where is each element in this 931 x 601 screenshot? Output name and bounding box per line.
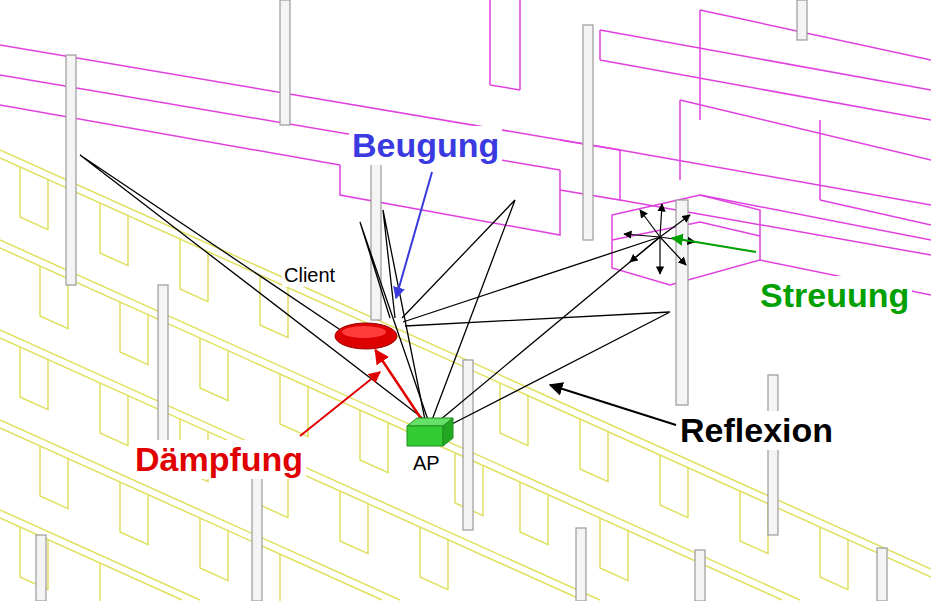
callout-arrow xyxy=(672,238,756,252)
signal-path xyxy=(375,350,420,418)
scatter-arrows xyxy=(624,204,695,274)
effect-label: Beugung xyxy=(349,126,502,165)
access-point: AP xyxy=(407,418,453,446)
effect-label: Streuung xyxy=(757,276,912,315)
callout-arrow xyxy=(300,372,380,436)
effect-label: Dämpfung xyxy=(132,440,306,479)
upper-floor-walls xyxy=(0,0,931,295)
callout-arrow xyxy=(550,385,676,425)
device-label: Client xyxy=(282,264,337,287)
callout-arrow xyxy=(396,172,432,298)
propagation-rays xyxy=(80,155,670,425)
lower-floor-walls xyxy=(0,150,931,601)
device-label: AP xyxy=(411,452,442,475)
effect-label: Reflexion xyxy=(677,411,836,450)
client-device: Client xyxy=(334,322,398,350)
